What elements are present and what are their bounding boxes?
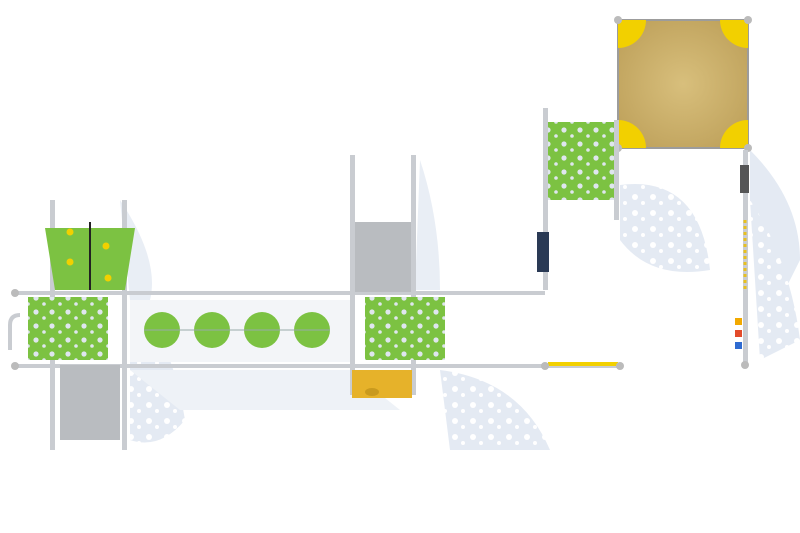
rope-ladder (735, 150, 749, 369)
bridge (130, 300, 350, 362)
middle-tower (350, 155, 445, 398)
rails (8, 289, 624, 370)
shadow-right-panel (620, 184, 710, 272)
sandbox (614, 16, 752, 152)
shadow-wall (120, 200, 152, 300)
shadow-middle-post (415, 160, 440, 290)
shadow-middle-panel (440, 370, 550, 450)
shadows (120, 150, 800, 450)
shadow-sandbox (750, 150, 800, 300)
left-tower (28, 200, 135, 450)
shadow-bridge (130, 370, 400, 410)
right-panel (537, 108, 619, 290)
shadow-ladder (750, 200, 800, 360)
